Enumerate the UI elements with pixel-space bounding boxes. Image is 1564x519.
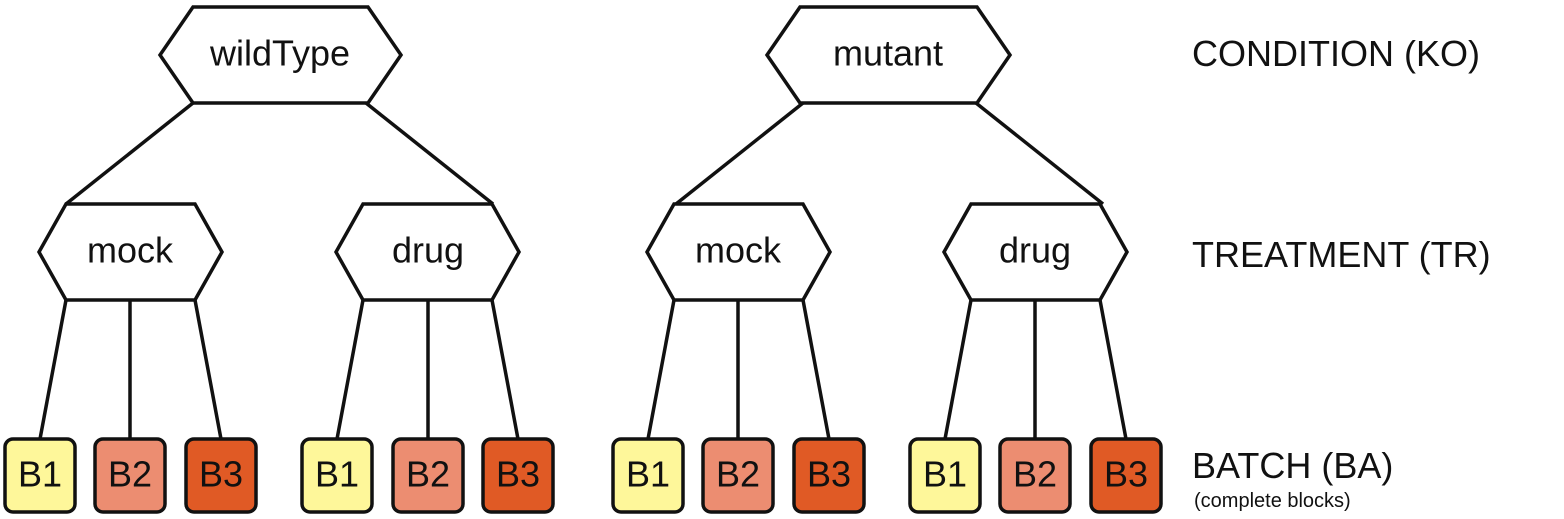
- batch-label: B3: [807, 454, 851, 495]
- level-sublabel-batch-note: (complete blocks): [1194, 490, 1351, 512]
- batch-label: B3: [1104, 454, 1148, 495]
- batch-fill-b3: [184, 437, 258, 514]
- treatment-label-mutant-drug: drug: [999, 230, 1071, 271]
- level-label-batch: BATCH (BA): [1192, 445, 1393, 486]
- edge-wildtype-drug: [364, 101, 495, 206]
- batch-fill-b2: [391, 437, 465, 514]
- level-label-condition: CONDITION (KO): [1192, 33, 1480, 74]
- batch-box-mut-mock-b3: B3: [792, 437, 866, 514]
- batch-fill-b3: [1089, 437, 1163, 514]
- batch-fill-b1: [611, 437, 685, 514]
- batch-label: B2: [406, 454, 450, 495]
- batch-label: B2: [1013, 454, 1057, 495]
- condition-label-wildtype: wildType: [209, 33, 350, 74]
- batch-fill-b1: [300, 437, 374, 514]
- batch-label: B1: [315, 454, 359, 495]
- edge-wildtype-mock: [64, 101, 195, 206]
- edge-wt-mock-b3: [193, 299, 223, 440]
- batch-box-wt-drug-b2: B2: [391, 437, 465, 514]
- edge-mutant-mock: [674, 101, 805, 206]
- batch-box-mut-mock-b2: B2: [701, 437, 775, 514]
- batch-box-mut-mock-b1: B1: [611, 437, 685, 514]
- treatment-label-wildtype-mock: mock: [87, 230, 174, 271]
- edge-wt-drug-b1: [335, 299, 365, 440]
- tree-edges: [38, 101, 1128, 440]
- batch-label: B2: [108, 454, 152, 495]
- batch-fill-b3: [481, 437, 555, 514]
- batch-box-wt-mock-b1: B1: [3, 437, 77, 514]
- edge-mut-drug-b3: [1098, 299, 1128, 440]
- batch-box-mut-drug-b3: B3: [1089, 437, 1163, 514]
- batch-box-wt-mock-b2: B2: [93, 437, 167, 514]
- batch-label: B1: [626, 454, 670, 495]
- condition-label-mutant: mutant: [833, 33, 943, 74]
- batch-label: B3: [496, 454, 540, 495]
- condition-node-mutant: mutant: [764, 5, 1013, 105]
- batch-box-wt-mock-b3: B3: [184, 437, 258, 514]
- edge-mut-drug-b1: [943, 299, 973, 440]
- edge-wt-drug-b3: [490, 299, 520, 440]
- batch-fill-b1: [908, 437, 982, 514]
- batch-fill-b2: [701, 437, 775, 514]
- batch-box-mut-drug-b1: B1: [908, 437, 982, 514]
- batch-fill-b3: [792, 437, 866, 514]
- batch-label: B3: [199, 454, 243, 495]
- edge-mut-mock-b1: [646, 299, 676, 440]
- edge-mut-mock-b3: [801, 299, 831, 440]
- treatment-label-wildtype-drug: drug: [392, 230, 464, 271]
- batch-fill-b2: [93, 437, 167, 514]
- treatment-node-wildtype-mock: mock: [36, 202, 225, 302]
- treatment-node-wildtype-drug: drug: [333, 202, 522, 302]
- batch-box-wt-drug-b1: B1: [300, 437, 374, 514]
- batch-label: B1: [923, 454, 967, 495]
- batch-label: B2: [716, 454, 760, 495]
- treatment-node-mutant-mock: mock: [644, 202, 833, 302]
- batch-box-wt-drug-b3: B3: [481, 437, 555, 514]
- batch-fill-b1: [3, 437, 77, 514]
- batch-box-mut-drug-b2: B2: [998, 437, 1072, 514]
- batch-label: B1: [18, 454, 62, 495]
- treatment-label-mutant-mock: mock: [695, 230, 782, 271]
- treatment-node-mutant-drug: drug: [941, 202, 1130, 302]
- batch-fill-b2: [998, 437, 1072, 514]
- level-label-treatment: TREATMENT (TR): [1192, 234, 1491, 275]
- condition-node-wildtype: wildType: [157, 5, 404, 105]
- edge-wt-mock-b1: [38, 299, 68, 440]
- edge-mutant-drug: [974, 101, 1105, 206]
